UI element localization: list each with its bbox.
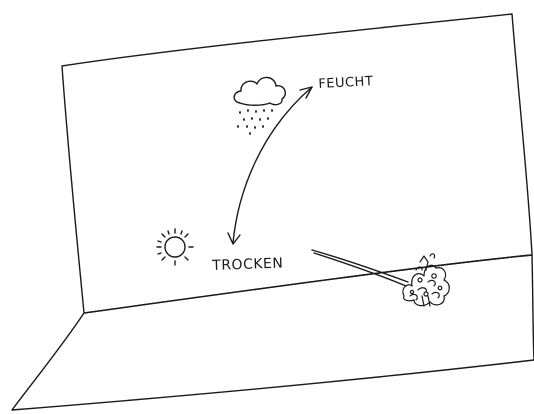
rain-cloud-icon — [233, 76, 286, 135]
back-wall-panel — [61, 13, 533, 314]
wet-dry-arrow — [227, 86, 313, 245]
floor-panel — [11, 254, 534, 411]
sun-icon — [156, 228, 194, 266]
label-wet: FEUCHT — [318, 74, 374, 92]
scrub-bush — [402, 253, 450, 307]
pointer-line — [311, 249, 409, 287]
label-dry: TROCKEN — [212, 255, 284, 274]
